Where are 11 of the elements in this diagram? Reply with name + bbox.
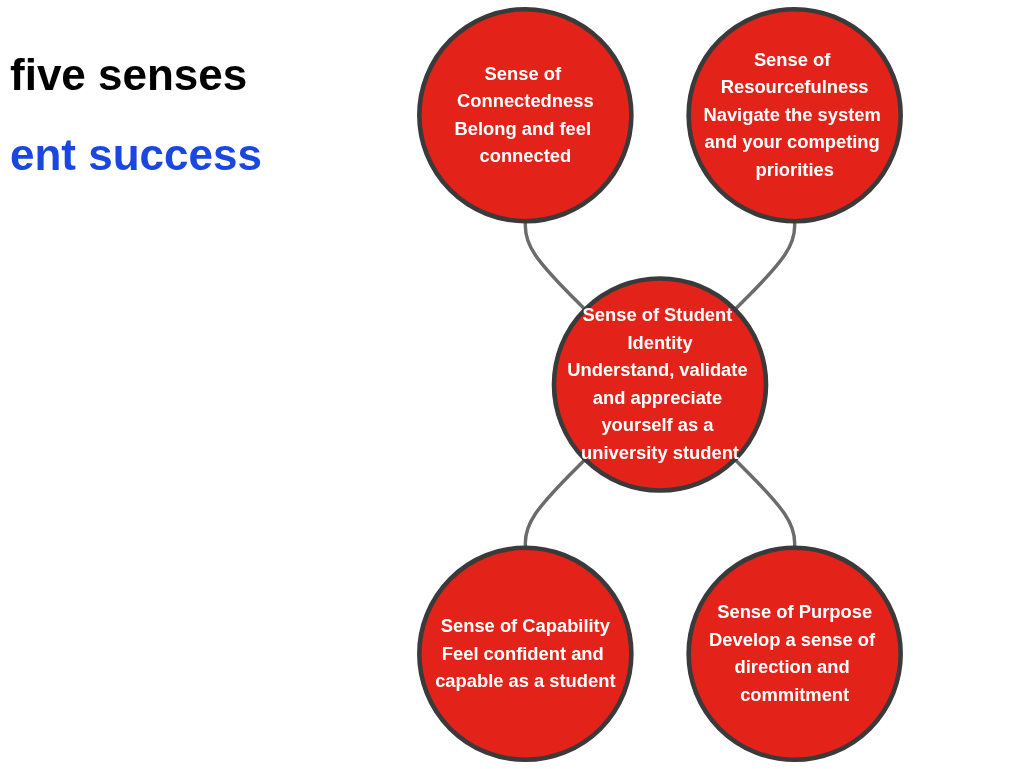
node-circle: Sense of Connectedness Belong and feel connected [417,6,634,224]
node-circle: Sense of Capability Feel confident and capable as a student [417,545,634,763]
node-circle: Sense of Resourcefulness Navigate the system and your competing priorities [686,6,903,224]
subheading: ent success [10,130,262,180]
node-circle: Sense of Purpose Develop a sense of direction and commitment [686,545,903,763]
node-circle: Sense of Student Identity Understand, validate and appreciate yourself as a university student [551,276,769,493]
connector [733,221,797,311]
connector [523,221,587,311]
heading: five senses [10,50,248,100]
connector [523,458,587,548]
connector [733,458,797,548]
